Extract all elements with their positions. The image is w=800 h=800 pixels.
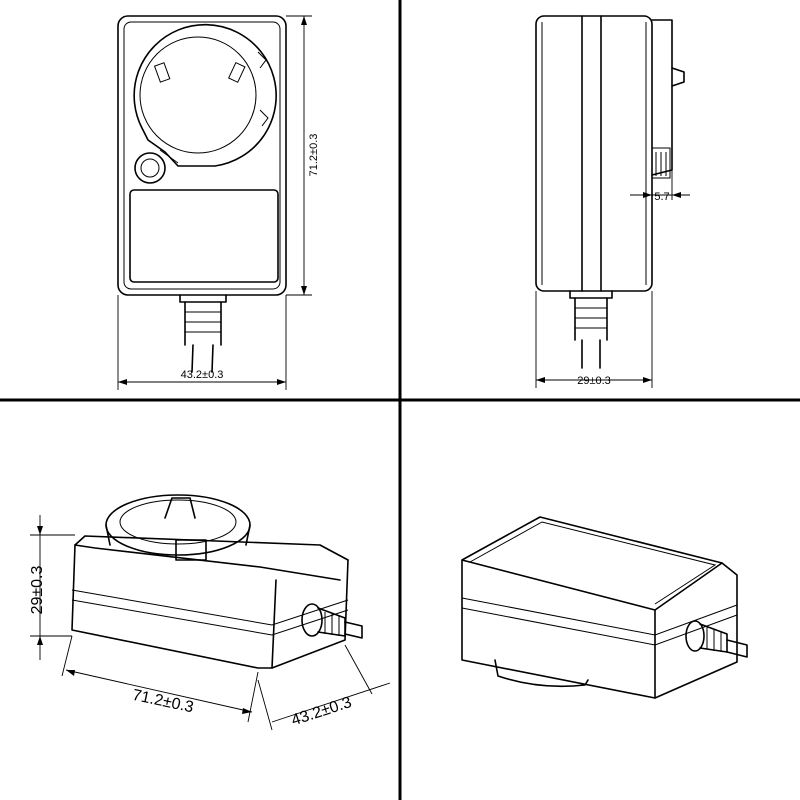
iso-height-dim: 29±0.3 [29, 565, 46, 614]
front-view [117, 15, 312, 390]
side-pin-dim: 5.7 [654, 191, 669, 203]
iso-front-view [30, 494, 391, 731]
iso-width-dim: 43.2±0.3 [289, 694, 353, 729]
iso-length-dim: 71.2±0.3 [131, 687, 195, 717]
front-height-dim: 71.2±0.3 [308, 134, 320, 177]
iso-back-view [461, 516, 748, 699]
front-width-dim: 43.2±0.3 [181, 369, 224, 381]
side-view [535, 15, 690, 388]
side-depth-dim: 29±0.3 [577, 375, 611, 387]
